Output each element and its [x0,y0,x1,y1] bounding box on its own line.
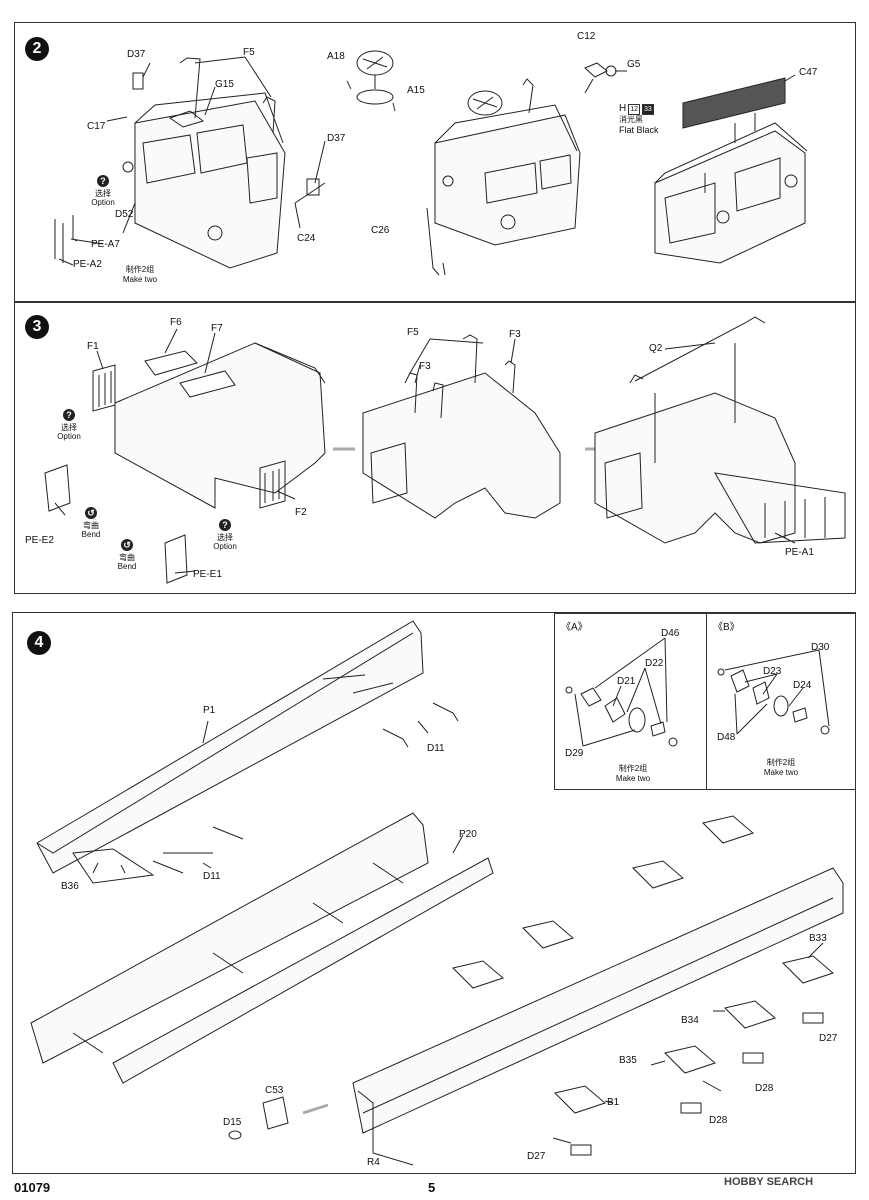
inset-a-title: 《A》 [561,622,588,633]
step-4-drawing [30,620,844,1166]
label-pe-a7: PE-A7 [91,239,120,250]
step-2-drawing [54,50,808,276]
bend-label-en: Bend [117,562,137,571]
make-two-cn: 制作2组 [766,758,796,767]
label-d24: D24 [793,680,812,691]
label-f6: F6 [170,317,182,328]
label-d37-right: D37 [327,133,346,144]
label-q2: Q2 [649,343,663,354]
option-label-cn: 选择 [217,533,233,542]
label-d21: D21 [617,676,636,687]
step-3-drawing [44,316,846,584]
page-number: 5 [428,1180,436,1195]
step-4-panel: 4 [12,612,856,1174]
label-c53: C53 [265,1085,284,1096]
label-pe-a1: PE-A1 [785,547,814,558]
option-label-en: Option [57,432,81,441]
label-d15: D15 [223,1117,242,1128]
label-d48: D48 [717,732,736,743]
question-icon: ? [219,519,231,531]
label-g15: G15 [215,79,234,90]
bend-label-cn: 弯曲 [83,521,99,530]
label-f2: F2 [295,507,307,518]
inset-b: 《B》 D30 D23 D24 D48 制作2组 Make two [706,613,856,790]
question-icon: ? [97,175,109,187]
bend-icon: ↺ [121,539,133,551]
step-number: 3 [25,315,49,339]
label-b36: B36 [61,881,79,892]
step-3-panel: 3 [14,302,856,594]
label-d28-lower: D28 [709,1115,728,1126]
inset-a: 《A》 D46 D22 D21 D29 制作2组 Make two [554,613,708,790]
label-b33: B33 [809,933,827,944]
bend-label-cn: 弯曲 [119,553,135,562]
label-f7: F7 [211,323,223,334]
inset-a-drawing [565,637,678,747]
label-b35: B35 [619,1055,637,1066]
paint-chip-12: 12 [628,104,641,115]
label-c47: C47 [799,67,818,78]
label-p20: P20 [459,829,477,840]
kit-code: 01079 [14,1180,51,1195]
bend-icon: ↺ [85,507,97,519]
make-two-en: Make two [615,774,651,783]
make-two-cn: 制作2组 [125,265,155,274]
label-d29: D29 [565,748,584,759]
bend-label-en: Bend [81,530,101,539]
label-pe-e2: PE-E2 [25,535,54,546]
paint-code: H [619,103,627,114]
label-b34: B34 [681,1015,699,1026]
label-g5: G5 [627,59,641,70]
question-icon: ? [63,409,75,421]
label-d30: D30 [811,642,830,653]
label-f5: F5 [407,327,419,338]
option-label-cn: 选择 [61,423,77,432]
label-d28-upper: D28 [755,1083,774,1094]
make-two-en: Make two [763,768,799,777]
watermark-brand: HOBBY SEARCH [724,1176,814,1188]
label-f3-right: F3 [509,329,521,340]
label-f3-left: F3 [419,361,431,372]
label-c12: C12 [577,31,596,42]
label-a18: A18 [327,51,345,62]
label-pe-a2: PE-A2 [73,259,102,270]
label-d27-right: D27 [819,1033,838,1044]
label-f5: F5 [243,47,255,58]
option-label-cn: 选择 [95,189,111,198]
make-two-en: Make two [122,275,158,284]
label-d11-bottom: D11 [203,871,221,882]
paint-name-en: Flat Black [619,125,659,135]
inset-b-drawing [717,649,830,735]
label-c17: C17 [87,121,106,132]
paint-chip-33: 33 [642,104,654,115]
label-f1: F1 [87,341,99,352]
label-d22: D22 [645,658,664,669]
label-d27-lower: D27 [527,1151,546,1162]
label-d37: D37 [127,49,146,60]
inset-b-title: 《B》 [713,622,740,633]
step-number: 2 [25,37,49,61]
label-c24: C24 [297,233,316,244]
label-pe-e1: PE-E1 [193,569,222,580]
step-number: 4 [27,631,51,655]
label-d52: D52 [115,209,134,220]
make-two-cn: 制作2组 [618,764,648,773]
step-2-panel: 2 [14,22,856,302]
label-a15: A15 [407,85,425,96]
label-d46: D46 [661,628,680,639]
label-c26: C26 [371,225,390,236]
label-p1: P1 [203,705,216,716]
label-b1: B1 [607,1097,620,1108]
label-d23: D23 [763,666,782,677]
option-label-en: Option [213,542,237,551]
option-label-en: Option [91,198,115,207]
label-d11-top: D11 [427,743,445,754]
paint-name-cn: 消光黑 [619,115,643,124]
label-r4: R4 [367,1157,380,1168]
